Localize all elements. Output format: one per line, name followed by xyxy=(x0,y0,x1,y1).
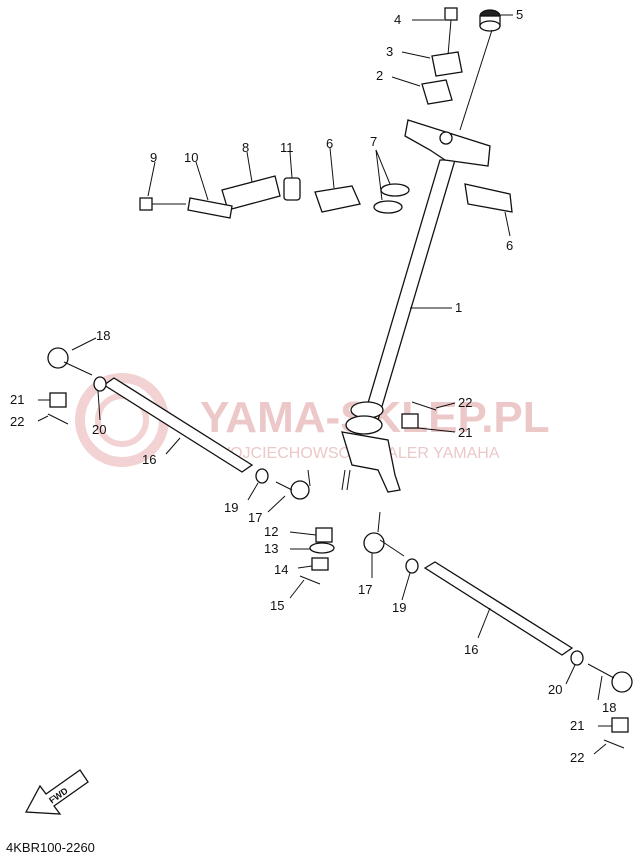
part-tie-rod-right xyxy=(423,561,574,656)
part-washer-13 xyxy=(290,542,335,554)
callout-18: 18 xyxy=(96,328,110,343)
part-cotter-22-left xyxy=(37,413,69,425)
callout-10: 10 xyxy=(184,150,198,165)
part-lock-washer xyxy=(221,151,281,211)
callout-5: 5 xyxy=(516,7,523,22)
part-clamp-lower xyxy=(391,76,453,105)
callout-16b: 16 xyxy=(464,642,478,657)
callout-8: 8 xyxy=(242,140,249,155)
part-collar xyxy=(283,151,301,201)
part-steering-shaft xyxy=(341,159,456,493)
part-bolt-left xyxy=(139,161,186,211)
part-holder-right xyxy=(464,183,513,237)
part-washer-20-right xyxy=(565,650,584,685)
part-plate xyxy=(187,161,233,219)
callout-11: 11 xyxy=(280,140,294,155)
callout-17: 17 xyxy=(248,510,262,525)
watermark: YAMA-SKLEP.PL WOJCIECHOWSCY DEALER YAMAH… xyxy=(75,373,550,467)
callout-21b: 21 xyxy=(458,425,472,440)
callout-21: 21 xyxy=(10,392,24,407)
diagram-code: 4KBR100-2260 xyxy=(6,840,95,855)
callout-9: 9 xyxy=(150,150,157,165)
callout-19b: 19 xyxy=(392,600,406,615)
callout-15: 15 xyxy=(270,598,284,613)
part-nut-21-center xyxy=(401,413,456,433)
callout-18b: 18 xyxy=(602,700,616,715)
callout-22c: 22 xyxy=(570,750,584,765)
callout-17b: 17 xyxy=(358,582,372,597)
part-tie-rod-left xyxy=(102,377,254,473)
part-cotter-15 xyxy=(289,575,321,599)
callout-6: 6 xyxy=(506,238,513,253)
part-cap xyxy=(459,9,513,131)
fwd-arrow-icon: FWD xyxy=(24,769,89,815)
part-clamp-upper xyxy=(401,51,463,77)
part-bolt-top xyxy=(412,7,458,56)
callout-13: 13 xyxy=(264,541,278,556)
part-cotter-22-center xyxy=(411,401,456,411)
part-tie-rod-end-17-right xyxy=(363,511,405,578)
part-washer-19-left xyxy=(247,468,269,501)
part-cotter-22-right xyxy=(593,739,625,755)
callout-2: 2 xyxy=(376,68,383,83)
callout-4: 4 xyxy=(394,12,401,27)
callout-3: 3 xyxy=(386,44,393,59)
part-tie-rod-end-left xyxy=(47,337,97,376)
callout-14: 14 xyxy=(274,562,288,577)
part-washer-20-left xyxy=(93,376,107,421)
callout-19: 19 xyxy=(224,500,238,515)
part-nut-21-left xyxy=(38,392,67,408)
part-tie-rod-end-18-right xyxy=(587,663,633,701)
callout-1: 1 xyxy=(455,300,462,315)
callout-7: 7 xyxy=(370,134,377,149)
callout-20b: 20 xyxy=(548,682,562,697)
part-holder-left xyxy=(314,147,361,213)
part-steering-bracket xyxy=(404,119,491,167)
part-nut-21-right xyxy=(598,717,629,733)
callout-22b: 22 xyxy=(458,395,472,410)
part-washer-19-right xyxy=(401,558,419,601)
part-tie-rod-end-17-left xyxy=(267,469,311,513)
callout-20: 20 xyxy=(92,422,106,437)
part-bushings xyxy=(373,149,410,214)
callout-16: 16 xyxy=(142,452,156,467)
callout-12: 12 xyxy=(264,524,278,539)
callout-21c: 21 xyxy=(570,718,584,733)
callout-6b: 6 xyxy=(326,136,333,151)
callout-labels: 1 2 3 4 5 6 6 7 8 9 10 11 12 13 14 15 16… xyxy=(10,7,616,765)
part-nut-12 xyxy=(289,527,333,543)
callout-22: 22 xyxy=(10,414,24,429)
part-nut-14 xyxy=(297,557,329,571)
